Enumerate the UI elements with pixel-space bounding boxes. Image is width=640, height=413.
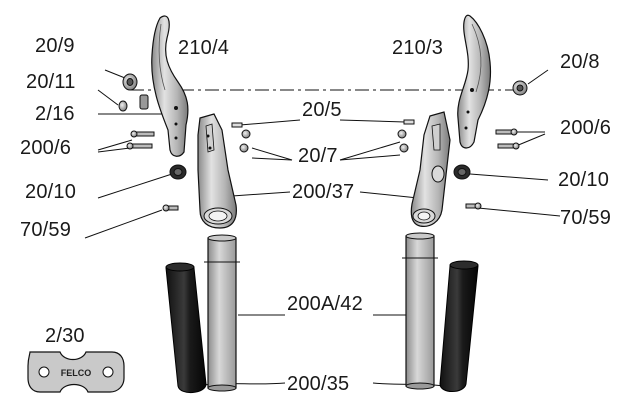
leader-20-5-left — [239, 119, 301, 126]
label-200-35: 200/35 — [287, 373, 350, 395]
label-200-37: 200/37 — [292, 181, 355, 203]
left-grip — [165, 262, 207, 393]
label-20-7: 20/7 — [298, 145, 338, 167]
label-210-4: 210/4 — [178, 37, 230, 59]
leader-200-6-left-b — [97, 147, 131, 153]
label-210-3: 210/3 — [392, 37, 444, 59]
label-2-30: 2/30 — [45, 325, 85, 347]
leader-70-59-right — [477, 207, 561, 217]
left-small-parts — [118, 73, 251, 212]
leader-200-37-left — [231, 191, 291, 197]
leader-20-10-right — [469, 173, 549, 181]
leader-20-11 — [97, 89, 119, 106]
leader-70-59-left — [84, 209, 163, 239]
leader-20-9 — [104, 69, 126, 79]
plate-brand-label: FELCO — [61, 368, 92, 378]
label-20-10-left: 20/10 — [25, 181, 77, 203]
leader-20-10-left — [97, 173, 173, 199]
left-tube — [204, 234, 240, 392]
label-70-59-right: 70/59 — [560, 207, 612, 229]
label-20-11: 20/11 — [26, 71, 76, 93]
label-20-8: 20/8 — [560, 51, 600, 73]
right-small-parts — [397, 80, 528, 210]
plate-part: FELCO — [27, 351, 125, 393]
leader-20-8 — [527, 69, 549, 85]
leader-200-37-right — [359, 191, 419, 199]
label-20-5: 20/5 — [302, 99, 342, 121]
label-70-59-left: 70/59 — [20, 219, 72, 241]
leader-20-7-right-b — [339, 154, 401, 161]
left-handle — [197, 113, 237, 229]
leader-20-7-left-a — [251, 147, 293, 161]
right-tube — [402, 232, 438, 390]
label-200-6-right: 200/6 — [560, 117, 612, 139]
leader-20-5-right — [339, 119, 406, 123]
label-2-16: 2/16 — [35, 103, 75, 125]
label-20-10-right: 20/10 — [558, 169, 610, 191]
label-200-6-left: 200/6 — [20, 137, 72, 159]
leader-200-6-right-b — [515, 133, 546, 147]
left-blade — [151, 15, 189, 157]
label-20-9: 20/9 — [35, 35, 75, 57]
right-blade — [457, 14, 492, 149]
right-handle — [410, 111, 451, 227]
leader-20-7-right-a — [339, 141, 401, 161]
right-grip — [439, 260, 479, 392]
leader-200-6-left-a — [97, 139, 133, 151]
label-200a-42: 200A/42 — [287, 293, 363, 315]
leader-20-7-left-b — [251, 157, 293, 161]
